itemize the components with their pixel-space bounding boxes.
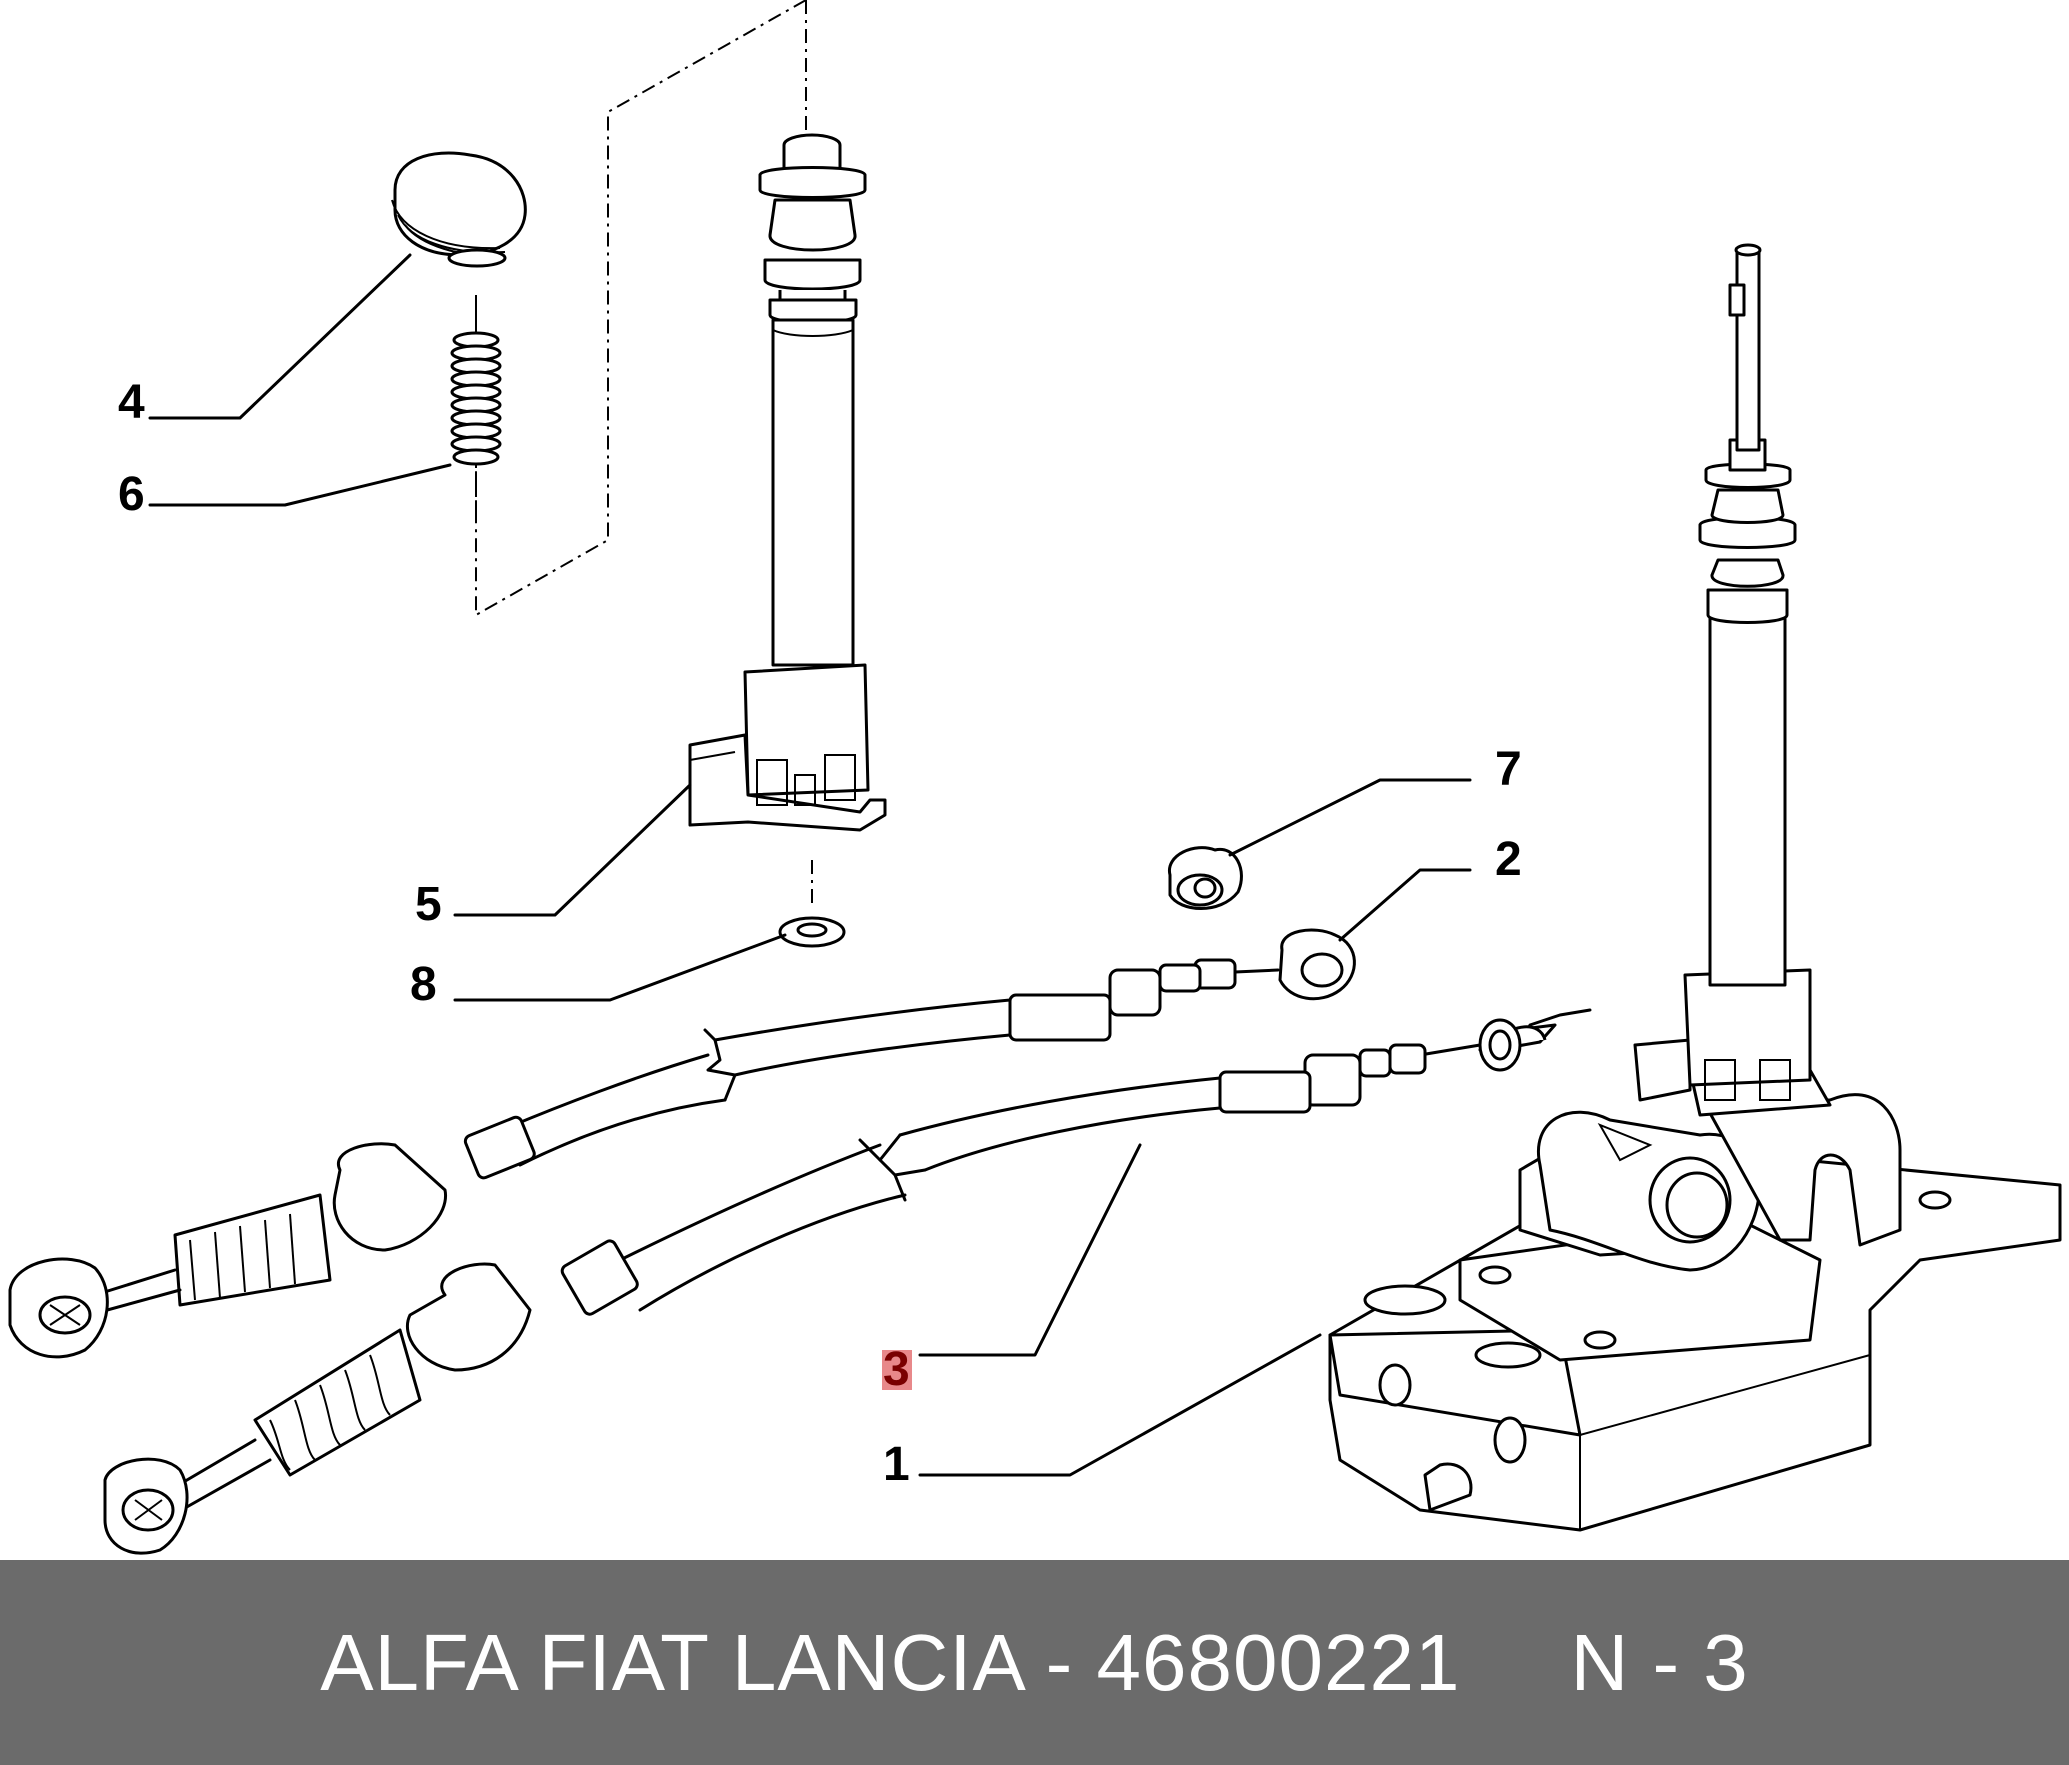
cable-part-3 (8, 958, 1280, 1359)
callout-5: 5 (415, 878, 442, 931)
callout-1: 1 (883, 1438, 910, 1491)
brand-part-number: ALFA FIAT LANCIA - 46800221 (320, 1617, 1461, 1707)
diagram-position-code: N - 3 (1570, 1617, 1749, 1707)
callout-7: 7 (1495, 743, 1522, 796)
spring-part-6 (450, 295, 502, 466)
gear-knob-part-4 (391, 151, 527, 268)
callout-4: 4 (118, 376, 145, 429)
callout-2: 2 (1495, 833, 1522, 886)
washer-part-8 (778, 916, 846, 948)
leader-lines (148, 253, 1472, 1477)
parts-diagram: 4 6 5 8 7 2 3 1 (8, 0, 2062, 1555)
bushing-part-7 (1168, 846, 1243, 910)
callout-8: 8 (410, 958, 437, 1011)
shifter-assembly-part-1 (103, 243, 2062, 1555)
part-info-footer: ALFA FIAT LANCIA - 46800221 N - 3 (0, 1560, 2069, 1765)
callout-labels: 4 6 5 8 7 2 3 1 (118, 376, 1522, 1491)
callout-3: 3 (883, 1343, 910, 1396)
callout-3-highlight (882, 1350, 912, 1390)
shift-lever-part-5 (688, 133, 887, 832)
footer-text: ALFA FIAT LANCIA - 46800221 N - 3 (0, 1560, 2069, 1765)
bushing-part-2 (1278, 928, 1356, 1001)
callout-6: 6 (118, 468, 145, 521)
